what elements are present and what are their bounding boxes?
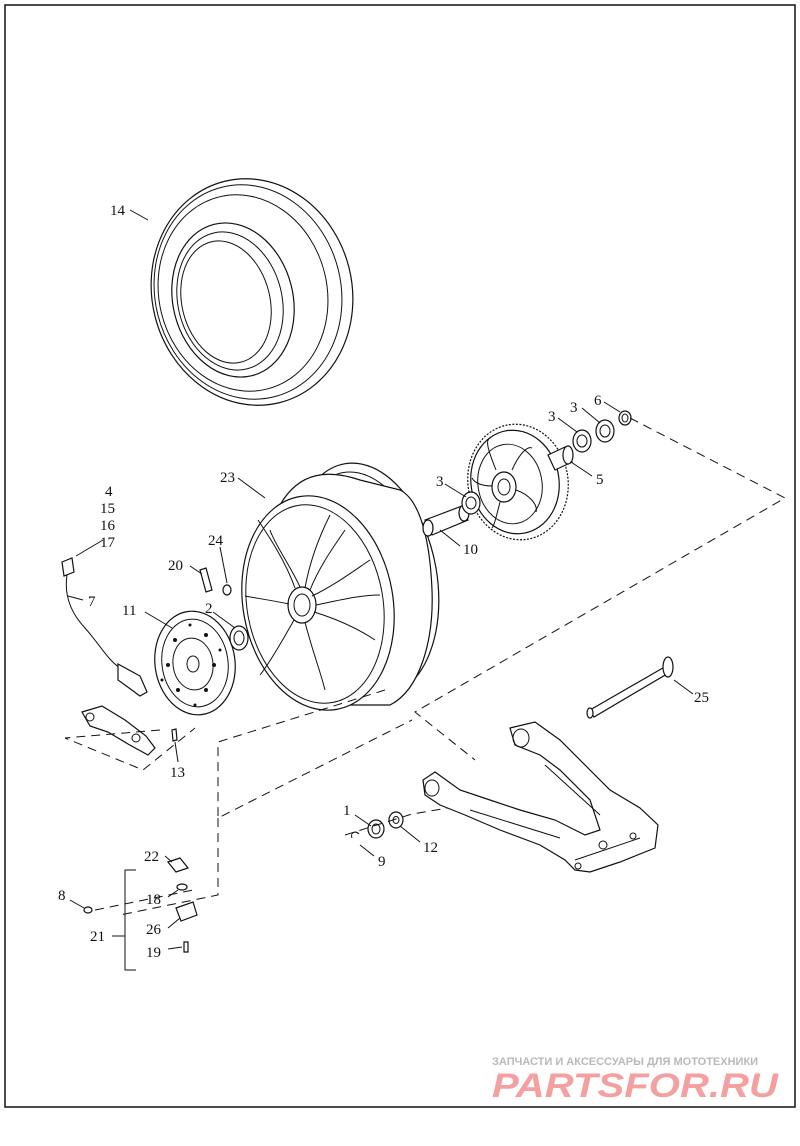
callout-21: 21 <box>90 929 105 945</box>
tire-part <box>150 178 354 406</box>
caliper-bracket-part <box>81 705 156 756</box>
axle-part <box>586 656 674 719</box>
leader-lines <box>67 209 694 971</box>
callout-5: 5 <box>596 472 604 488</box>
callout-18: 18 <box>146 892 161 908</box>
nut-part <box>618 410 632 426</box>
callout-3-left: 3 <box>436 474 444 490</box>
hub-spacer-part <box>547 445 574 471</box>
callout-10: 10 <box>463 542 478 558</box>
callout-20: 20 <box>168 558 183 574</box>
diagram-border <box>4 4 796 1108</box>
callout-17: 17 <box>100 535 116 551</box>
assembly-centerlines <box>64 417 787 916</box>
callout-7: 7 <box>88 594 96 610</box>
callout-3-right: 3 <box>570 400 578 416</box>
callout-9: 9 <box>378 854 386 870</box>
callout-4: 4 <box>105 484 113 500</box>
adjuster-group-part <box>83 857 198 953</box>
callout-2: 2 <box>205 601 213 617</box>
callout-13: 13 <box>170 765 185 781</box>
axle-nut-part <box>367 819 385 839</box>
callout-26: 26 <box>146 922 162 938</box>
washer-part <box>388 811 404 829</box>
pulley-part <box>467 423 569 541</box>
wheel-part <box>241 462 440 711</box>
watermark: ЗАПЧАСТИ И АКСЕССУАРЫ ДЛЯ МОТОТЕХНИКИ PA… <box>492 1056 780 1105</box>
callout-22: 22 <box>144 849 159 865</box>
spacer-part <box>422 504 470 537</box>
callout-1: 1 <box>343 803 351 819</box>
callout-19: 19 <box>146 945 161 961</box>
callout-25: 25 <box>694 690 709 706</box>
swingarm-part <box>422 721 659 873</box>
wheel-bearing-part <box>229 625 249 651</box>
callout-labels: 14 23 4 15 16 17 7 20 24 11 2 13 3 3 3 6… <box>58 203 709 961</box>
callout-11: 11 <box>122 603 136 619</box>
callout-6: 6 <box>594 393 602 409</box>
callout-14: 14 <box>110 203 126 219</box>
callout-12: 12 <box>423 840 438 856</box>
bearing-part <box>461 491 481 515</box>
stud-part <box>222 584 232 596</box>
bolt-part <box>171 728 178 742</box>
pin-part <box>199 567 213 593</box>
callout-23: 23 <box>220 470 235 486</box>
callout-8: 8 <box>58 888 66 904</box>
callout-16: 16 <box>100 518 116 534</box>
callout-15: 15 <box>100 501 115 517</box>
brake-rotor-part <box>154 610 236 716</box>
watermark-subtitle: ЗАПЧАСТИ И АКСЕССУАРЫ ДЛЯ МОТОТЕХНИКИ <box>492 1056 758 1068</box>
callout-24: 24 <box>208 533 224 549</box>
bearing-part <box>572 419 615 453</box>
callout-3-mid: 3 <box>548 409 556 425</box>
speed-sensor-part <box>61 557 148 697</box>
watermark-logo: PARTSFOR.RU <box>492 1067 780 1105</box>
